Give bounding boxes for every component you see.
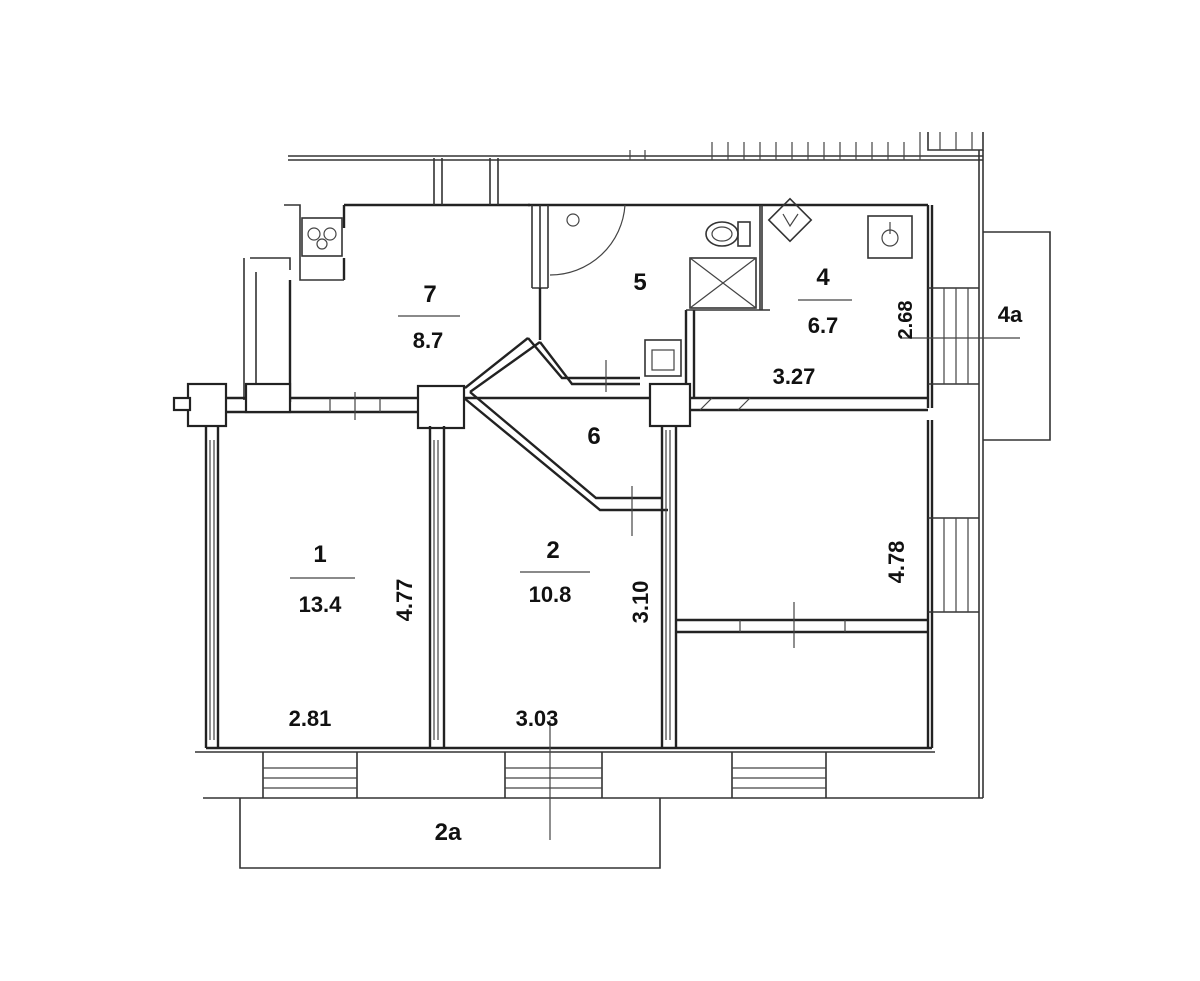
kitchen-sink-icon bbox=[867, 215, 913, 259]
room4-length: 2.68 bbox=[895, 301, 917, 340]
room-4-label: 4 6.7 bbox=[798, 264, 852, 338]
room-1-label: 1 13.4 bbox=[290, 541, 355, 617]
balcony-labels: 2a 4a bbox=[435, 302, 1023, 846]
room1-width: 2.81 bbox=[289, 706, 332, 731]
room-area: 10.8 bbox=[529, 582, 572, 607]
room-number: 4 bbox=[816, 264, 830, 291]
room-area: 8.7 bbox=[413, 328, 444, 353]
dimension-labels: 2.81 4.77 3.03 3.10 3.27 2.68 4.78 bbox=[289, 301, 917, 731]
room-7-label: 7 8.7 bbox=[398, 281, 460, 353]
room-number: 5 bbox=[633, 269, 646, 296]
room-number: 6 bbox=[587, 423, 600, 450]
balcony-2a bbox=[239, 720, 661, 869]
balcony-4a bbox=[900, 231, 1051, 441]
door-swing bbox=[549, 204, 626, 276]
room-6-label: 6 bbox=[587, 423, 600, 450]
room1-length: 4.77 bbox=[392, 579, 417, 622]
room-2-label: 2 10.8 bbox=[520, 537, 590, 607]
room-number: 7 bbox=[423, 281, 436, 308]
interior-walls bbox=[172, 158, 934, 750]
right-room-length: 4.78 bbox=[884, 541, 909, 584]
room-5-label: 5 bbox=[633, 269, 646, 296]
balcony-4a-label: 4a bbox=[998, 302, 1023, 327]
bathtub-icon bbox=[644, 339, 682, 377]
exterior-outline bbox=[195, 132, 984, 799]
toilet-icon bbox=[705, 221, 751, 247]
room-area: 13.4 bbox=[299, 592, 343, 617]
room4-width: 3.27 bbox=[773, 364, 816, 389]
room-area: 6.7 bbox=[808, 313, 839, 338]
windows bbox=[209, 287, 979, 798]
balcony-2a-label: 2a bbox=[435, 819, 462, 846]
room2-width: 3.03 bbox=[516, 706, 559, 731]
shower-icon bbox=[689, 257, 757, 309]
room-number: 1 bbox=[313, 541, 326, 568]
room-number: 2 bbox=[546, 537, 559, 564]
stove-icon bbox=[301, 217, 343, 257]
sink-icon bbox=[767, 197, 813, 243]
room2-length: 3.10 bbox=[628, 581, 653, 624]
